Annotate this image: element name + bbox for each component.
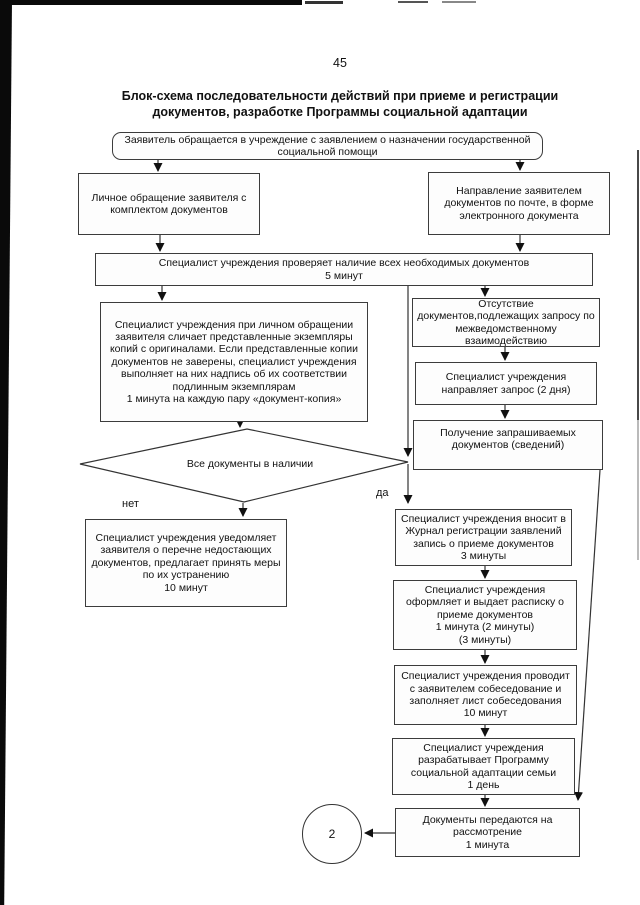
title-line-2: документов, разработке Программы социаль… [152, 105, 528, 120]
node-text: Направление заявителем документов по поч… [444, 184, 594, 222]
decision-all-documents: Все документы в наличии [186, 458, 314, 470]
node-time: 10 минут [164, 581, 208, 594]
label-yes: да [376, 487, 389, 499]
flowchart-title: Блок-схема последовательности действий п… [60, 88, 620, 121]
node-text: Заявитель обращается в учреждение с заяв… [124, 133, 531, 158]
node-text: Специалист учреждения при личном обращен… [109, 318, 359, 393]
node-transfer-for-review: Документы передаются на рассмотрение 1 м… [395, 808, 580, 857]
node-time: 10 минут [463, 707, 508, 720]
node-text: Специалист учреждения проверяет наличие … [158, 257, 530, 270]
node-text: Специалист учреждения уведомляет заявите… [91, 532, 281, 582]
scan-streak-right [637, 420, 639, 560]
connector-label: 2 [328, 827, 336, 841]
node-text: Специалист учреждения оформляет и выдает… [406, 584, 564, 621]
node-absence-of-documents: Отсутствие документов,подлежащих запросу… [412, 298, 600, 347]
node-receive-documents: Получение запрашиваемых документов (свед… [413, 420, 603, 470]
scan-edge-top [0, 0, 302, 5]
scan-edge-top-dash [398, 1, 428, 3]
node-text: Отсутствие документов,подлежащих запросу… [417, 297, 595, 347]
label-no: нет [122, 498, 139, 510]
node-time: 5 минут [325, 269, 363, 282]
node-time: 3 минуты [460, 549, 507, 562]
node-send-request: Специалист учреждения направляет запрос … [415, 362, 597, 405]
node-time: (3 минуты) [458, 633, 512, 646]
node-text: Специалист учреждения проводит с заявите… [401, 670, 570, 707]
node-time: 1 минута (2 минуты) [435, 621, 535, 634]
page-number: 45 [333, 56, 347, 70]
node-text: Личное обращение заявителя с комплектом … [91, 191, 247, 216]
node-text: Специалист учреждения направляет запрос … [441, 371, 571, 396]
scan-streak-right [637, 150, 639, 420]
node-develop-program: Специалист учреждения разрабатывает Прог… [392, 738, 575, 795]
node-issue-receipt: Специалист учреждения оформляет и выдает… [393, 580, 577, 650]
connector-circle-2: 2 [302, 804, 362, 864]
scan-edge-left [0, 0, 12, 905]
node-notify-missing-documents: Специалист учреждения уведомляет заявите… [85, 519, 287, 607]
node-text: Получение запрашиваемых документов (свед… [440, 427, 576, 452]
title-line-1: Блок-схема последовательности действий п… [121, 89, 559, 103]
node-journal-entry: Специалист учреждения вносит в Журнал ре… [395, 509, 572, 566]
scan-edge-top-dash [442, 1, 476, 3]
node-mail-submission: Направление заявителем документов по поч… [428, 172, 610, 235]
node-check-documents: Специалист учреждения проверяет наличие … [95, 253, 593, 286]
node-time: 1 день [467, 778, 500, 791]
node-time: 1 минута [465, 838, 510, 851]
node-text: Специалист учреждения вносит в Журнал ре… [401, 512, 566, 550]
node-compare-copies: Специалист учреждения при личном обращен… [100, 302, 368, 422]
node-text: Специалист учреждения разрабатывает Прог… [410, 741, 557, 779]
node-interview: Специалист учреждения проводит с заявите… [394, 665, 577, 725]
node-start: Заявитель обращается в учреждение с заяв… [112, 132, 543, 160]
arrow-receive-to-transfer [574, 469, 601, 801]
node-time: 1 минута на каждую пару «документ-копия» [126, 392, 342, 405]
node-personal-visit: Личное обращение заявителя с комплектом … [78, 173, 260, 235]
node-text: Документы передаются на рассмотрение [422, 813, 553, 839]
scan-edge-top-dash [305, 1, 343, 4]
